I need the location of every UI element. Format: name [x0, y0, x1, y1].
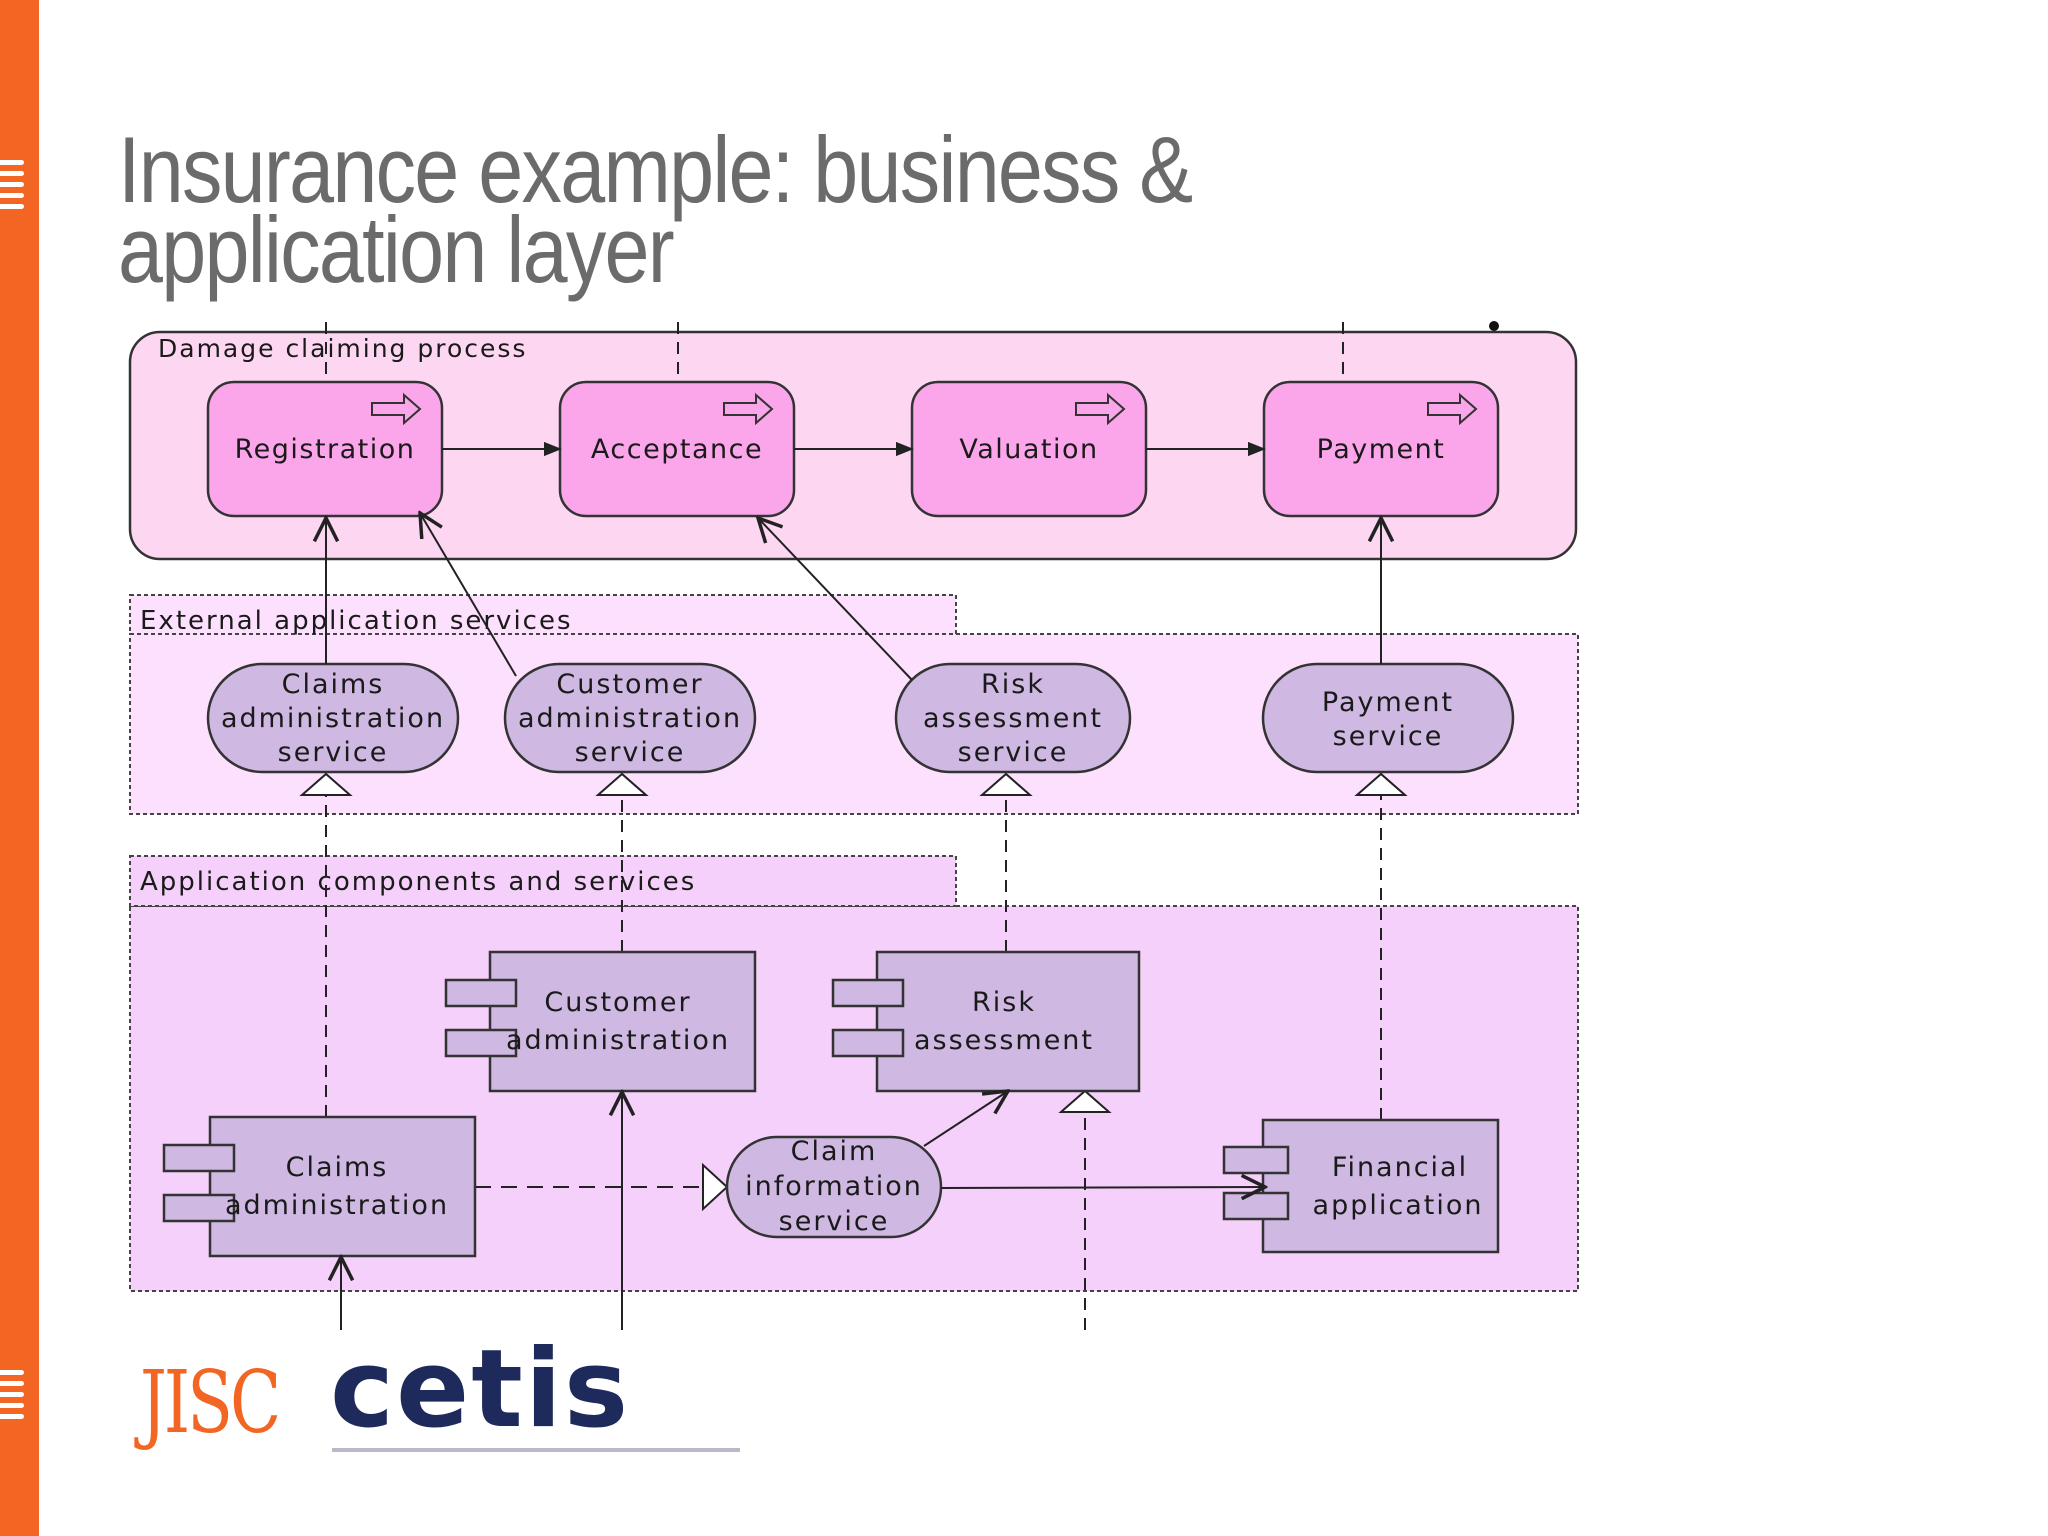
step-label: Valuation — [959, 434, 1098, 465]
svg-text:service: service — [958, 737, 1069, 768]
title-line-2: application layer — [118, 197, 675, 302]
process-step-valuation: Valuation — [910, 380, 1148, 518]
title-line-1: Insurance example: business & — [118, 117, 1193, 222]
svg-text:Risk: Risk — [972, 987, 1036, 1018]
damage-claiming-process-group: Damage claiming process — [128, 330, 1578, 561]
component-usage-arrows — [341, 1091, 1265, 1330]
bar-stripes-bottom — [0, 1370, 24, 1425]
component-icon — [1222, 1191, 1290, 1221]
svg-text:Claims: Claims — [286, 1152, 389, 1183]
process-group-label: Damage claiming process — [158, 334, 527, 363]
jisc-cetis-logo: JISC cetis — [140, 1336, 740, 1462]
step-label: Registration — [235, 434, 416, 465]
service-to-process-arrows — [326, 513, 1381, 681]
service-claims-administration: Claims administration service — [206, 662, 460, 774]
svg-text:application: application — [1313, 1190, 1484, 1221]
service-customer-administration: Customer administration service — [503, 662, 757, 774]
svg-text:Financial: Financial — [1332, 1152, 1468, 1183]
svg-text:administration: administration — [506, 1025, 730, 1056]
svg-text:service: service — [779, 1206, 890, 1237]
service-claim-information: Claim information service — [725, 1135, 943, 1239]
component-icon — [162, 1193, 236, 1223]
bar-stripes-top — [0, 160, 24, 215]
logo-cetis-text: cetis — [330, 1327, 631, 1452]
svg-text:assessment: assessment — [923, 703, 1103, 734]
svg-text:Customer: Customer — [544, 987, 691, 1018]
service-risk-assessment: Risk assessment service — [894, 662, 1132, 774]
component-risk-assessment: Risk assessment — [831, 950, 1141, 1093]
process-arrow-icon — [1075, 392, 1126, 426]
svg-text:Payment: Payment — [1322, 687, 1454, 718]
app-components-label: Application components and services — [140, 867, 696, 897]
svg-text:information: information — [745, 1171, 923, 1202]
slide-title: Insurance example: business & applicatio… — [118, 117, 1193, 302]
process-arrow-icon — [1427, 392, 1478, 426]
process-arrow-icon — [723, 392, 774, 426]
svg-text:administration: administration — [221, 703, 445, 734]
step-label: Acceptance — [591, 434, 763, 465]
svg-text:service: service — [575, 737, 686, 768]
logo-underline — [332, 1448, 740, 1452]
junction-dot — [1489, 321, 1499, 331]
svg-text:Customer: Customer — [556, 669, 703, 700]
component-icon — [444, 978, 518, 1008]
process-arrow-icon — [371, 392, 422, 426]
svg-text:administration: administration — [518, 703, 742, 734]
process-step-payment: Payment — [1262, 380, 1500, 518]
realization-triangles — [299, 772, 1408, 1212]
svg-text:service: service — [1333, 721, 1444, 752]
external-services-label: External application services — [140, 606, 573, 636]
orange-side-bar — [0, 0, 39, 1536]
svg-text:Risk: Risk — [981, 669, 1045, 700]
component-icon — [162, 1143, 236, 1173]
component-icon — [831, 1028, 905, 1058]
realization-links — [325, 795, 1382, 1330]
svg-text:Claim: Claim — [791, 1136, 878, 1167]
step-label: Payment — [1317, 434, 1446, 465]
component-icon — [1222, 1145, 1290, 1175]
svg-text:assessment: assessment — [914, 1025, 1094, 1056]
component-claims-administration: Claims administration — [162, 1115, 477, 1258]
component-icon — [444, 1028, 518, 1058]
upper-layer-stubs — [325, 322, 1344, 382]
svg-text:Claims: Claims — [282, 669, 385, 700]
process-step-registration: Registration — [206, 380, 444, 518]
service-payment: Payment service — [1261, 662, 1515, 774]
process-step-acceptance: Acceptance — [558, 380, 796, 518]
svg-text:administration: administration — [225, 1190, 449, 1221]
svg-text:service: service — [278, 737, 389, 768]
component-financial-application: Financial application — [1222, 1118, 1500, 1254]
component-icon — [831, 978, 905, 1008]
logo-jisc-text: JISC — [140, 1353, 281, 1453]
component-customer-administration: Customer administration — [444, 950, 757, 1093]
